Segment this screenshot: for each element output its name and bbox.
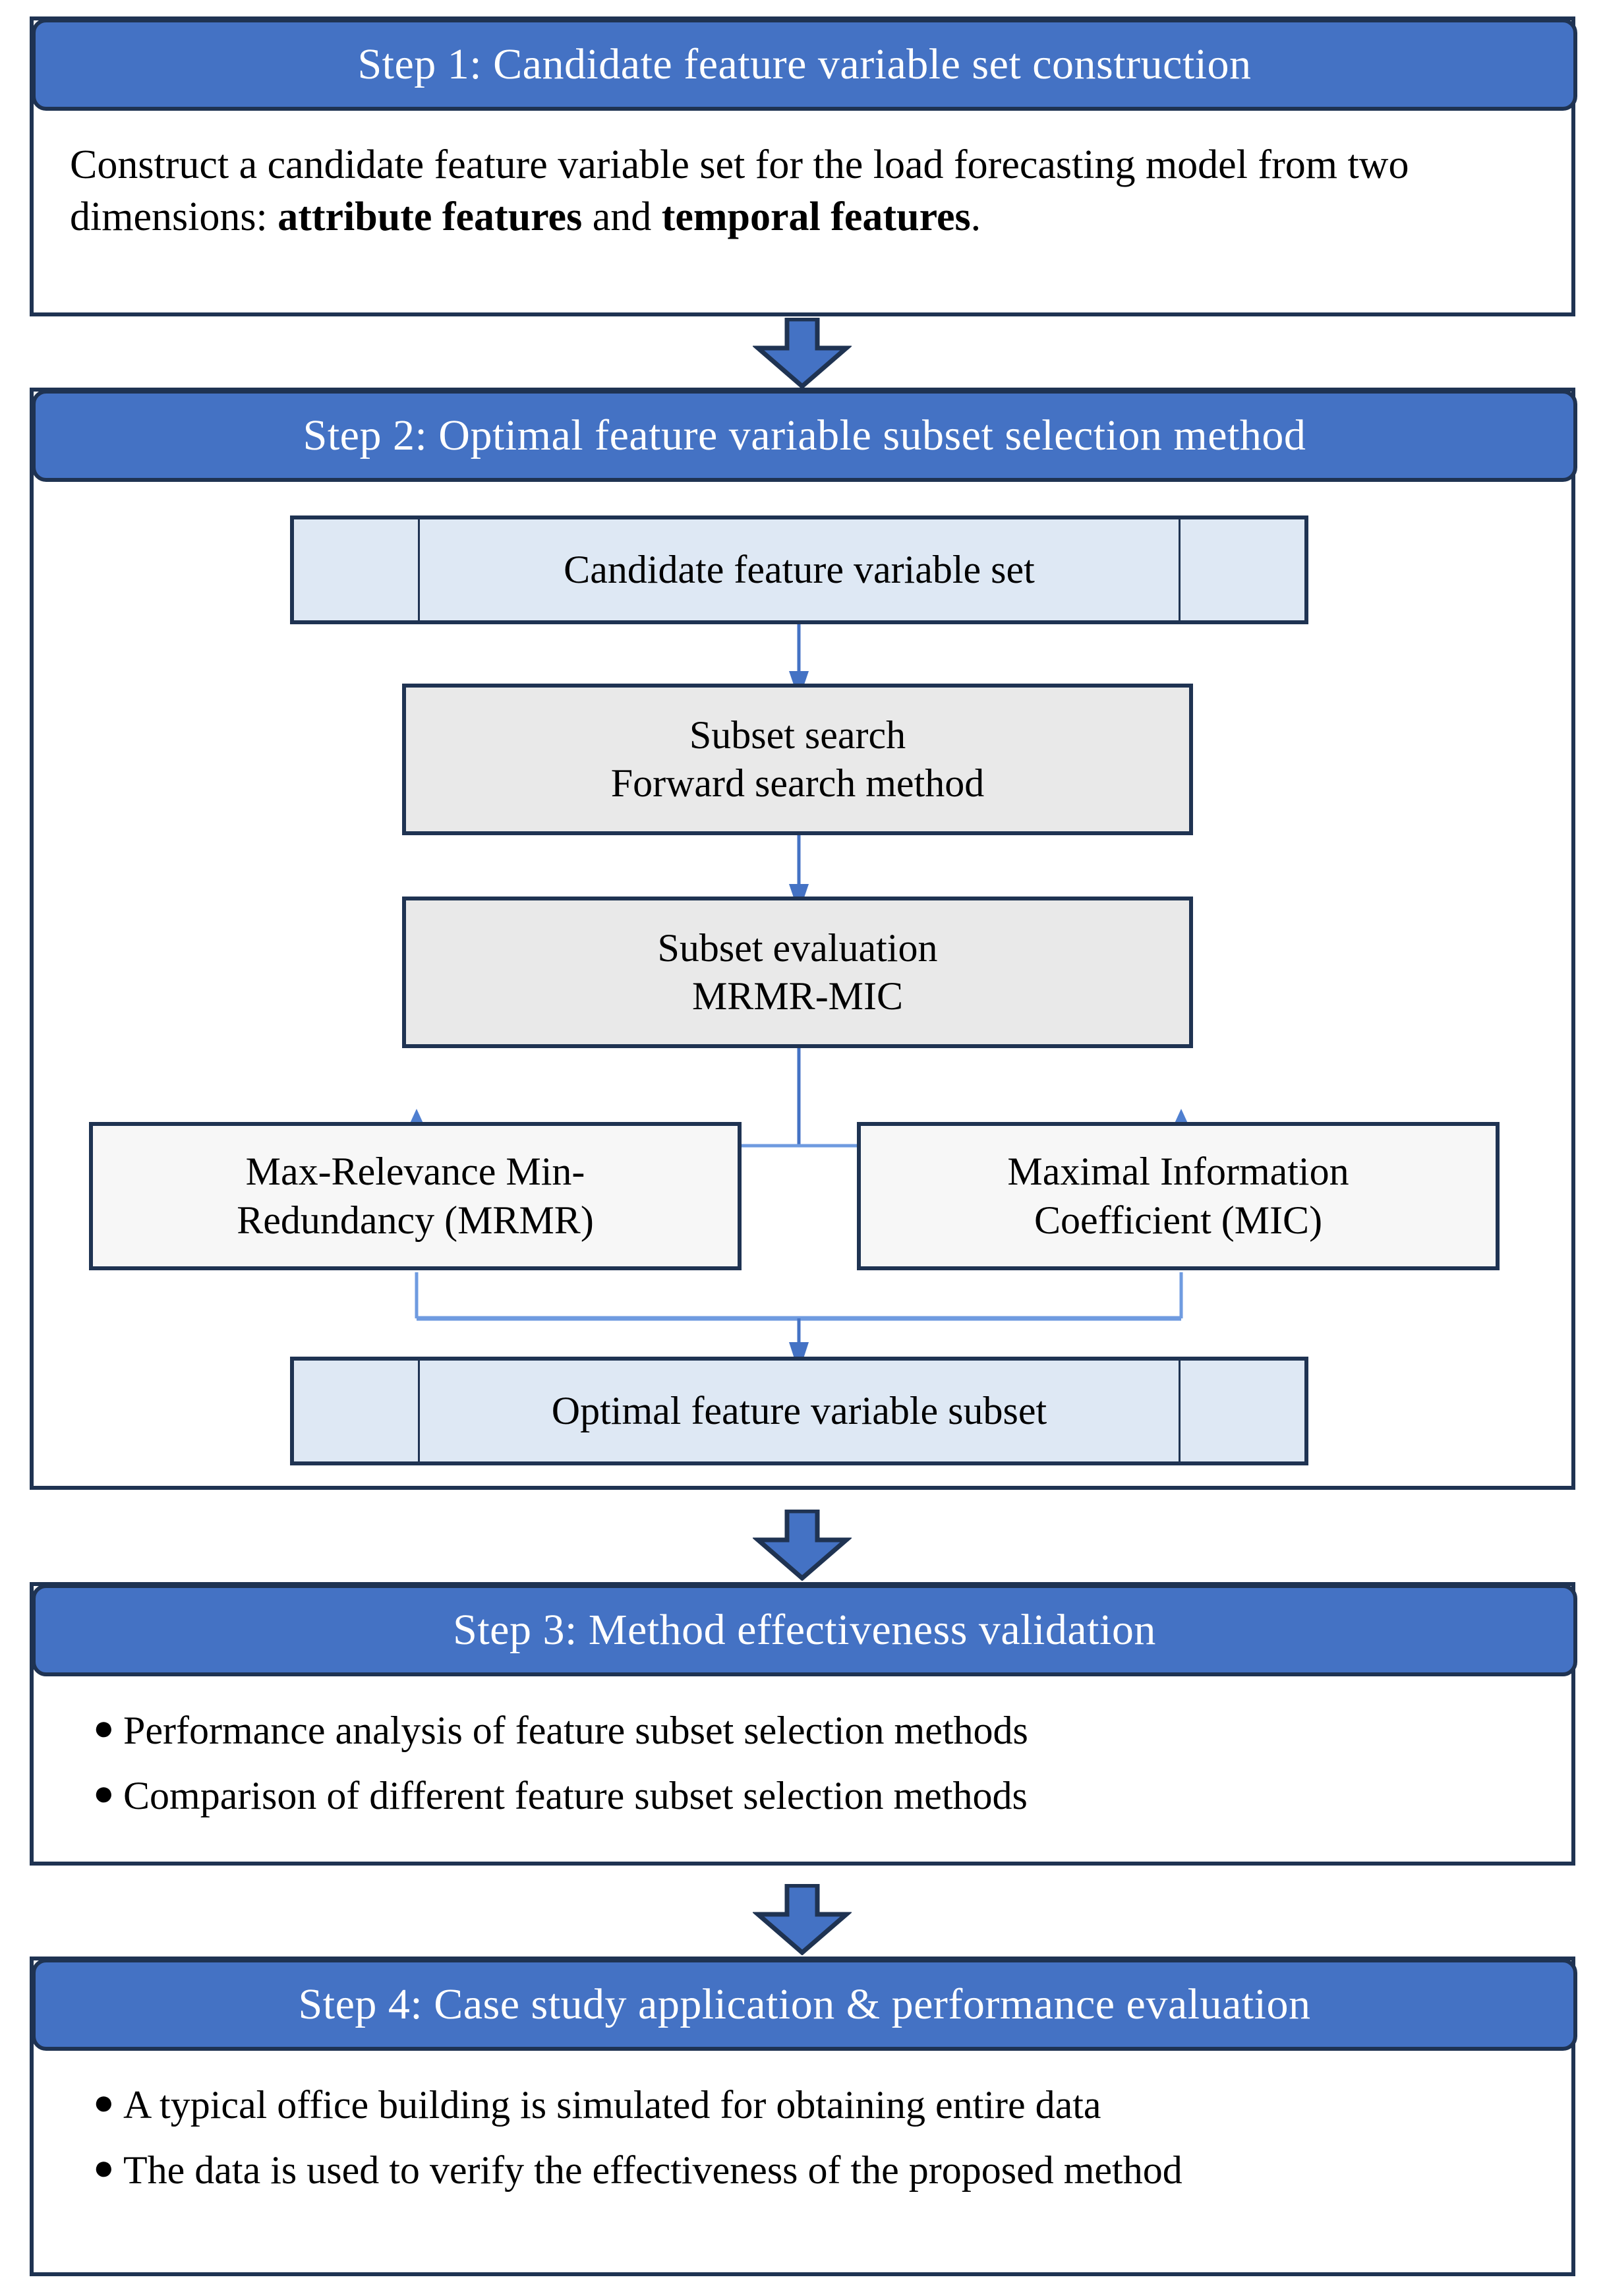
node-subset-evaluation-line1: Subset evaluation: [657, 926, 938, 970]
step-1-title: Step 1: Candidate feature variable set c…: [357, 40, 1252, 88]
node-candidate-feature-variable-set[interactable]: Candidate feature variable set: [290, 515, 1308, 624]
list-item: ● Performance analysis of feature subset…: [93, 1706, 1510, 1755]
node-candidate-label: Candidate feature variable set: [564, 547, 1035, 591]
node-optimal-label: Optimal feature variable subset: [551, 1388, 1047, 1432]
node-subset-evaluation-label: Subset evaluation MRMR-MIC: [658, 924, 938, 1020]
bullet-dot-icon: ●: [93, 1708, 115, 1748]
node-mic-label: Maximal Information Coefficient (MIC): [1007, 1148, 1349, 1244]
node-mrmr-line2: Redundancy (MRMR): [237, 1198, 594, 1242]
step-1-body-part1: Construct a candidate feature variable s…: [70, 142, 1409, 240]
step-1-bold-attribute-features: attribute features: [277, 194, 583, 240]
step-4-header: Step 4: Case study application & perform…: [32, 1958, 1577, 2051]
step-2-card: Step 2: Optimal feature variable subset …: [30, 388, 1577, 1490]
node-mrmr-label: Max-Relevance Min- Redundancy (MRMR): [237, 1148, 594, 1244]
down-block-arrow-step3-to-step4: [753, 1884, 852, 1955]
bullet-dot-icon: ●: [93, 2082, 115, 2122]
step-1-bold-temporal-features: temporal features: [661, 194, 971, 240]
list-item: ● A typical office building is simulated…: [93, 2080, 1510, 2130]
step-3-title: Step 3: Method effectiveness validation: [453, 1606, 1156, 1654]
down-block-arrow-step1-to-step2: [753, 318, 852, 389]
step-4-bullet-1: A typical office building is simulated f…: [123, 2083, 1101, 2127]
step-1-card: Step 1: Candidate feature variable set c…: [30, 16, 1577, 316]
step-1-body-part2: and: [582, 194, 662, 240]
node-subset-search-line2: Forward search method: [610, 761, 985, 805]
node-subset-evaluation[interactable]: Subset evaluation MRMR-MIC: [402, 897, 1193, 1048]
step-4-title: Step 4: Case study application & perform…: [298, 1980, 1311, 2028]
list-item: ● Comparison of different feature subset…: [93, 1771, 1510, 1821]
node-mic[interactable]: Maximal Information Coefficient (MIC): [857, 1122, 1500, 1270]
down-block-arrow-step2-to-step3: [753, 1510, 852, 1581]
segment-divider-right: [1179, 1361, 1181, 1461]
step-1-body-part3: .: [970, 194, 981, 240]
node-subset-search[interactable]: Subset search Forward search method: [402, 684, 1193, 835]
step-2-title: Step 2: Optimal feature variable subset …: [303, 411, 1306, 459]
step-3-card: Step 3: Method effectiveness validation …: [30, 1582, 1577, 1866]
step-3-bullet-2: Comparison of different feature subset s…: [123, 1774, 1028, 1817]
node-optimal-feature-variable-subset[interactable]: Optimal feature variable subset: [290, 1357, 1308, 1465]
node-subset-evaluation-line2: MRMR-MIC: [691, 974, 904, 1018]
step-4-bullet-list: ● A typical office building is simulated…: [93, 2080, 1510, 2211]
node-mrmr-line1: Max-Relevance Min-: [245, 1150, 585, 1194]
segment-divider-right: [1179, 519, 1181, 620]
node-subset-search-line1: Subset search: [689, 713, 906, 757]
node-mic-line1: Maximal Information: [1007, 1150, 1349, 1194]
node-subset-search-label: Subset search Forward search method: [611, 711, 984, 808]
step-4-card: Step 4: Case study application & perform…: [30, 1957, 1577, 2276]
segment-divider-left: [418, 1361, 420, 1461]
step-3-bullet-list: ● Performance analysis of feature subset…: [93, 1706, 1510, 1837]
step-3-bullet-1: Performance analysis of feature subset s…: [123, 1709, 1028, 1752]
step-2-header: Step 2: Optimal feature variable subset …: [32, 390, 1577, 482]
step-3-header: Step 3: Method effectiveness validation: [32, 1584, 1577, 1676]
step-1-header: Step 1: Candidate feature variable set c…: [32, 18, 1577, 111]
bullet-dot-icon: ●: [93, 2148, 115, 2187]
bullet-dot-icon: ●: [93, 1773, 115, 1813]
list-item: ● The data is used to verify the effecti…: [93, 2146, 1510, 2195]
step-1-body-text: Construct a candidate feature variable s…: [70, 139, 1546, 244]
node-mic-line2: Coefficient (MIC): [1034, 1198, 1323, 1242]
node-mrmr[interactable]: Max-Relevance Min- Redundancy (MRMR): [89, 1122, 742, 1270]
step-4-bullet-2: The data is used to verify the effective…: [123, 2148, 1182, 2192]
segment-divider-left: [418, 519, 420, 620]
